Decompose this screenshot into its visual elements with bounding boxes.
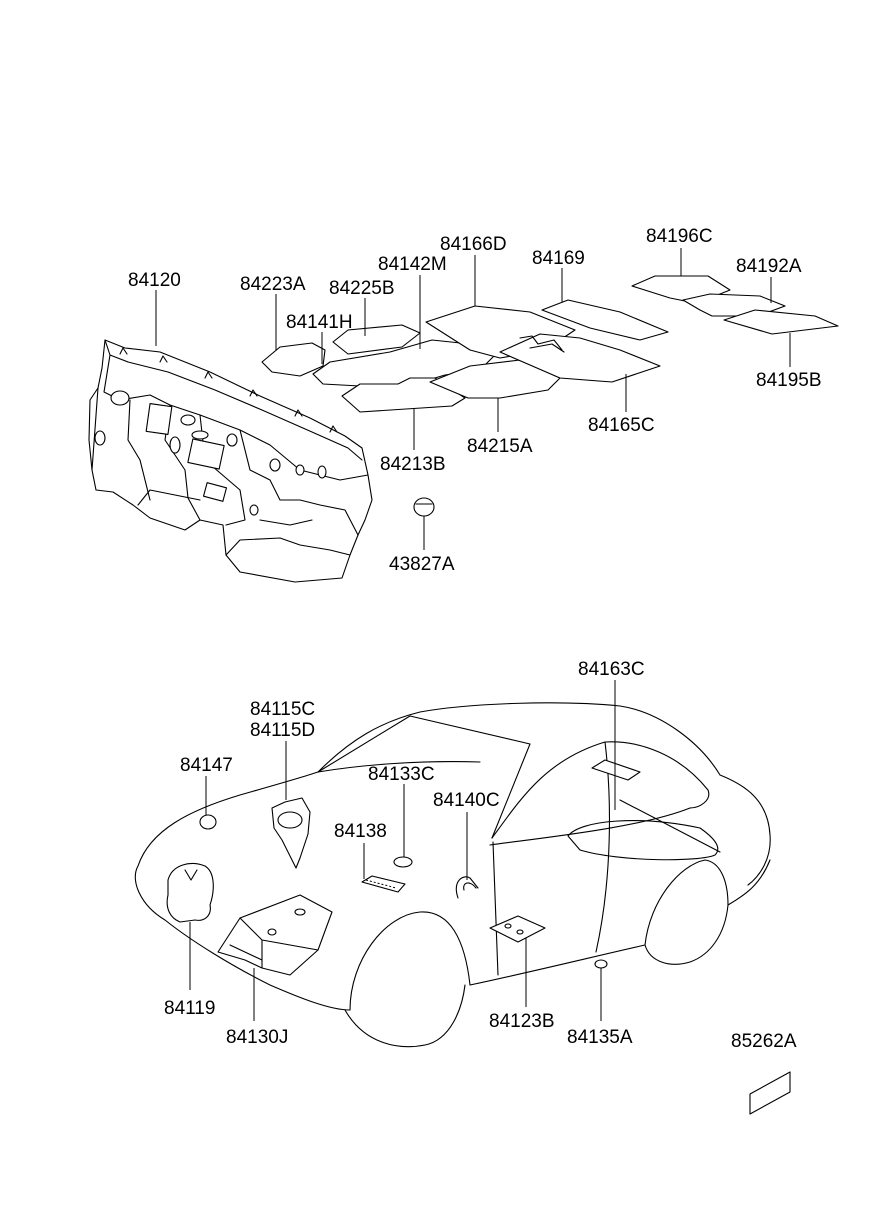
label-85262a: 85262A [731, 1031, 797, 1052]
label-84169: 84169 [532, 248, 585, 269]
label-84163c: 84163C [578, 659, 645, 680]
label-84115d: 84115D [250, 720, 315, 741]
label-84147: 84147 [180, 755, 233, 776]
label-84213b: 84213B [380, 454, 446, 475]
plug-43827a [413, 497, 435, 517]
label-84225b: 84225B [329, 278, 395, 299]
label-84130j: 84130J [226, 1027, 288, 1048]
label-84165c: 84165C [588, 415, 655, 436]
clip-84133c [393, 856, 413, 868]
insulator-84130j [217, 894, 333, 976]
bracket-hole [277, 811, 303, 829]
leader-lines [155, 248, 791, 1021]
insulator-84213b [341, 377, 466, 413]
label-84141h: 84141H [286, 312, 353, 333]
insulator-84169 [541, 299, 669, 341]
label-84119: 84119 [164, 998, 215, 1019]
dash-insulator-panel [88, 339, 373, 583]
label-84192a: 84192A [736, 256, 802, 277]
mark-84138 [361, 875, 406, 893]
part-number-labels: 84120 84223A 84225B 84141H 84142M 84166D… [128, 226, 822, 1052]
label-84142m: 84142M [378, 254, 447, 275]
label-43827a: 43827A [389, 554, 455, 575]
pad-84119 [166, 862, 214, 923]
label-84115c: 84115C [250, 699, 315, 720]
label-84123b: 84123B [489, 1011, 555, 1032]
plug-84135a [594, 959, 608, 969]
label-84223a: 84223A [240, 274, 306, 295]
label-84133c: 84133C [368, 764, 435, 785]
car-body-outline [134, 702, 771, 1048]
pad-84163c [591, 759, 641, 781]
insulator-84223a [261, 342, 326, 377]
plug-84147 [199, 814, 217, 830]
bracket-84115 [271, 797, 311, 869]
label-84120: 84120 [128, 270, 181, 291]
clip-84140c [455, 876, 479, 899]
insulator-84215a [429, 359, 561, 399]
label-84196c: 84196C [646, 226, 713, 247]
insulator-84141h [312, 339, 497, 387]
label-84166d: 84166D [440, 234, 507, 255]
label-plate-85262a [749, 1071, 791, 1115]
label-84140c: 84140C [433, 790, 500, 811]
label-84138: 84138 [334, 821, 387, 842]
label-84195b: 84195B [756, 370, 822, 391]
label-84135a: 84135A [567, 1027, 633, 1048]
insulator-84195b [723, 309, 839, 335]
floor-insulator-group [261, 275, 839, 413]
pad-84123b [489, 915, 546, 943]
label-84215a: 84215A [467, 436, 533, 457]
